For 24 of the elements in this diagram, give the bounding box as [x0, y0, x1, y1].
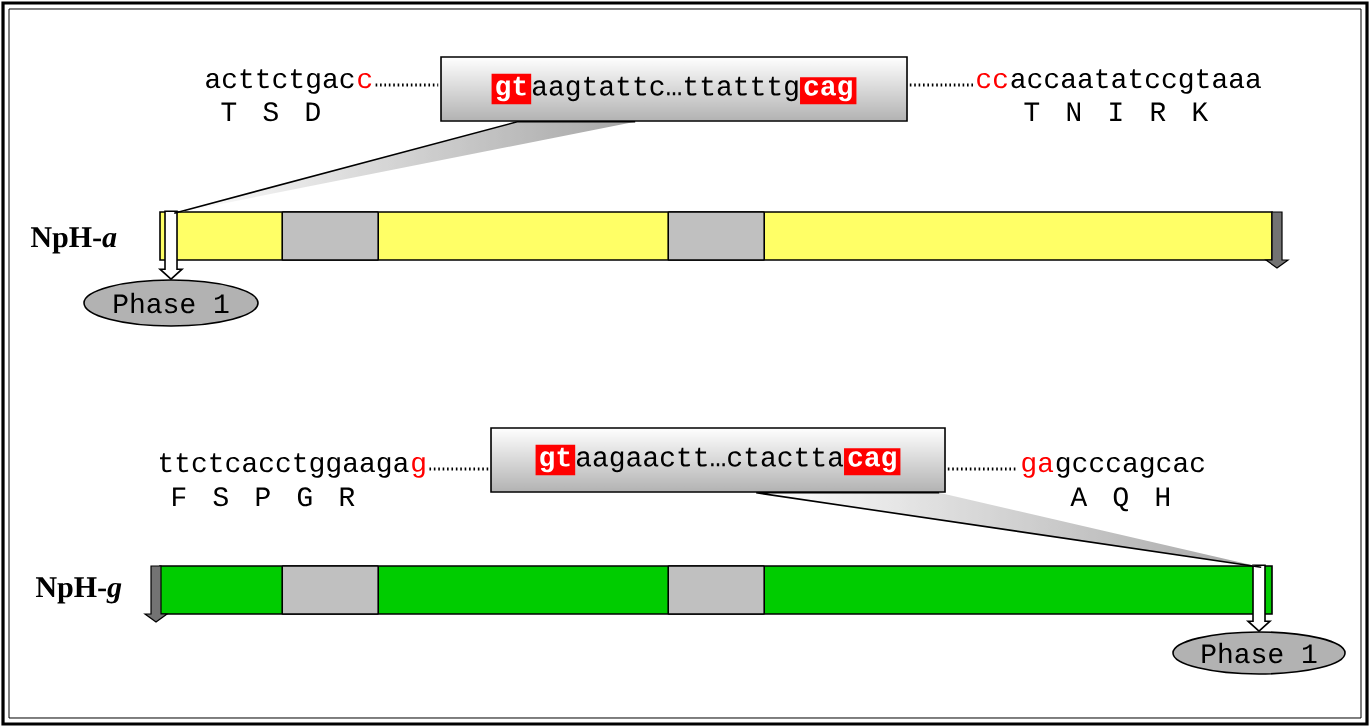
callout-pointer: [173, 121, 636, 214]
gene-label: NpH-g: [36, 577, 122, 604]
sequence-text: cc: [977, 72, 1007, 89]
phase-arrow: [157, 210, 185, 281]
gene-label: NpH-a: [31, 227, 117, 254]
amino-acid-letters: A Q H: [1070, 487, 1169, 512]
callout-box: gt aagaactt…ctactta cag: [490, 427, 946, 493]
sequence-text: c: [358, 72, 372, 89]
callout-pointer: [755, 492, 1262, 568]
amino-acid-letters: T N I R K: [1024, 102, 1209, 121]
sequence-text: acttctgac: [206, 69, 354, 94]
domain-block: [281, 211, 379, 261]
sequence-text: accaatatccgtaaa: [1011, 69, 1261, 94]
domain-block: [667, 565, 765, 615]
sequence-text: gcccagcac: [1056, 456, 1204, 478]
domain-block: [281, 565, 379, 615]
sequence-text: ga: [1022, 456, 1054, 478]
domain-block: [667, 211, 765, 261]
amino-acid-letters: T S D: [221, 102, 320, 122]
sequence-text: ttctcacctggaaga: [160, 453, 409, 478]
callout-box: gt aagtattc…ttatttg cag: [440, 56, 908, 122]
sequence-text: g: [412, 456, 425, 478]
phase-arrow: [1245, 564, 1273, 633]
amino-acid-letters: F S P G R: [173, 487, 355, 507]
